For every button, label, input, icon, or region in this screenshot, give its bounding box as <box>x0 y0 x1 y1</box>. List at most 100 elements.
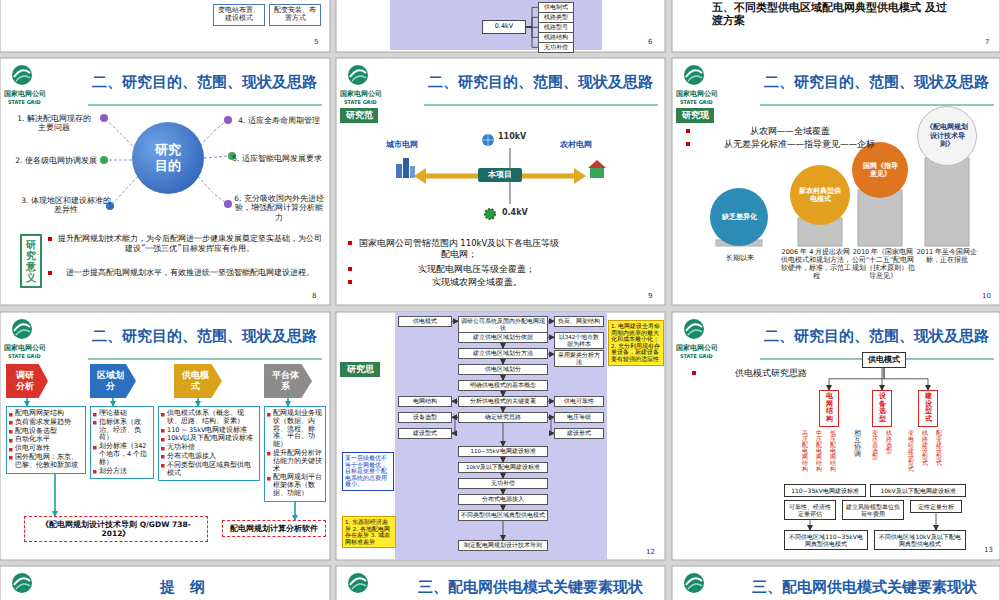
tab-node: 研究范 <box>340 108 378 123</box>
cw-label: 农村电网 <box>560 140 592 150</box>
lg2-label: STATE GRID <box>8 353 41 359</box>
vd-label: 相互协调 <box>854 430 861 459</box>
node-text: 理论基础 <box>93 410 151 418</box>
fc-node: 以342个地市数据为样本 <box>554 332 604 349</box>
node-text: 新农村典型供电模式 <box>798 187 842 204</box>
bx13s-node: 10kV及以下配电网建设标准 <box>870 484 966 497</box>
connector <box>882 368 883 390</box>
pn-label: 9 <box>648 292 652 301</box>
fc-node: 调研公司系统及国内外配电网现状 <box>458 316 548 333</box>
fc-node: 供电可靠性 <box>554 396 604 407</box>
lg2-label: STATE GRID <box>680 99 713 105</box>
bx13s-node: 不同供电区域10kV及以下配电网典型供电模式 <box>874 530 966 550</box>
cap-label: 2011 年至今国网企标，正在报批 <box>916 248 978 264</box>
node-text: 划分方法 <box>93 468 151 476</box>
pn-label: 7 <box>985 38 989 47</box>
vr-label: 配变建设型式 <box>936 430 942 466</box>
node-text: 不同类型供电区域典型供电模式 <box>461 512 545 519</box>
node-text: 10kV及以下配电网建设标准 <box>466 464 540 471</box>
node-text: 研究目的 <box>150 142 186 173</box>
it-label: 6. 充分吸收国内外先进经验，增强配网计算分析能力 <box>232 194 326 222</box>
node-text: 建设型式 <box>925 393 932 424</box>
vr-label: 变电站建设型式 <box>908 430 914 472</box>
node-text: 110 ~ 35kV电网建设标准 <box>161 427 257 435</box>
fc-node: 负荷、网架结构 <box>554 316 604 327</box>
lg2-label: STATE GRID <box>8 99 41 105</box>
node-text: 提升配网分析评估能力的关键技术 <box>267 450 323 473</box>
node-text: 建设型式 <box>413 430 437 437</box>
bl9-label: 国家电网公司管辖范围内 110kV及以下各电压等级配电网； <box>348 238 563 259</box>
rd-node: 配电网规划计算分析软件 <box>222 520 326 537</box>
vr-label: 低压配电网结构 <box>830 430 836 472</box>
node-text: 某一层级最优不等于全网最优，目标是使整个配电系统的总费用最小。 <box>345 455 391 488</box>
lg1-label: 国家电网公司 <box>4 344 46 352</box>
node-text: 供电模式 <box>868 355 900 365</box>
node-text: 不同类型供电区域典型供电模式 <box>161 462 257 478</box>
fc-node: 供电模式 <box>398 316 452 327</box>
fc-node: 分布式电源接入 <box>458 494 548 505</box>
node-text: 配电网规划计算分析软件 <box>230 524 318 533</box>
cap-label: 长期以来 <box>710 254 770 262</box>
connector <box>503 521 504 540</box>
node-text: 制定配电网规划设计技术导则 <box>464 542 542 549</box>
fc-node: 电网结构 <box>398 396 452 407</box>
fc-node: 设备选型 <box>398 412 452 423</box>
node-text: 设备选型 <box>879 393 886 424</box>
node-text: 配变安装、布置方式 <box>272 7 318 23</box>
node-text: 区域划分 <box>97 370 124 392</box>
fc-node: 采用聚类分析方法 <box>554 350 604 367</box>
lg1-label: 国家电网公司 <box>340 90 382 98</box>
bx5-node: 配变安装、布置方式 <box>269 4 321 26</box>
bl9-label: 从无差异化标准——指导意见——企标 <box>686 139 906 150</box>
node-text: 研究思 <box>347 364 374 375</box>
lst-node: 配电网网架结构负荷需求发展趋势配电设备选型自动化水平供电可靠性国外配电网：东京、… <box>6 406 86 474</box>
node-text: 无功补偿 <box>544 44 568 51</box>
lg1-label: 国家电网公司 <box>676 344 718 352</box>
vt-node: 设备选型 <box>872 390 892 427</box>
fc-node: 分析供电模式的关键要素 <box>458 396 548 407</box>
lg1-label: 国家电网公司 <box>4 90 46 98</box>
bpj-node: 本项目 <box>478 168 522 182</box>
node-text: 线路类型 <box>544 14 568 21</box>
vr-label: 中压配电网结构 <box>816 430 822 472</box>
vt-node: 研究意义 <box>20 234 42 288</box>
vt-node: 建设型式 <box>918 390 938 427</box>
node-text: 不同供电区域10kV及以下配电网典型供电模式 <box>877 533 963 547</box>
connector <box>810 520 811 530</box>
bx13s-node: 定性定量分析 <box>910 500 962 513</box>
node-text: 分布式电源接入 <box>482 496 524 503</box>
fc-node: 建立供电区域划分方法 <box>458 348 548 359</box>
node-text: 确定研究思路 <box>485 414 521 421</box>
node-text: 国外配电网：东京、巴黎、伦敦和新加坡 <box>9 454 83 470</box>
fc-node: 明确供电模式的基本概念 <box>458 380 548 391</box>
node-text: 供电制式 <box>544 4 568 11</box>
slide-node: 二、研究目的、范围、现状及思路供电模式电网结构设备选型建设型式110~35kV电… <box>672 312 1000 560</box>
it-label: 2. 使各级电网协调发展 <box>14 156 98 165</box>
lst-node: 供电模式体系（概念、现状、思路、结构、要素）110 ~ 35kV电网建设标准10… <box>158 406 260 481</box>
circ-node: 国网《指导意见》 <box>852 142 908 198</box>
node-text: 分析供电模式的关键要素 <box>470 398 536 405</box>
bx13-node: 供电模式 <box>862 352 906 368</box>
it-label: 3. 体现地区和建设标准的差异性 <box>20 196 112 215</box>
connector <box>526 7 538 27</box>
slide-node: 二、研究目的、范围、现状及思路研究范本项目国家电网公司STATE GRID城市电… <box>336 58 665 305</box>
node-text: 研究现 <box>682 110 709 121</box>
pn-label: 12 <box>646 548 655 557</box>
node-text: 采用聚类分析方法 <box>557 352 601 365</box>
node-text: 可靠性、经济性定量评估 <box>787 503 833 517</box>
node-text: 明确供电模式的基本概念 <box>470 382 536 389</box>
pn-label: 8 <box>312 292 316 301</box>
node-text: 电网结构 <box>826 393 833 424</box>
node-text: 划分标准（342 个地市，4 个指标） <box>93 443 151 466</box>
fc-node: 供电区域划分 <box>458 364 548 375</box>
kv-label: 0.4kV <box>502 208 528 218</box>
node-text: 1. 电网建设全寿命周期内效率的最大化和成本最小化； 2. 充分利用现有存量设备… <box>611 323 661 363</box>
circ-node: 新农村典型供电模式 <box>790 165 850 225</box>
fc-node: 无功补偿 <box>458 478 548 489</box>
lg2-label: STATE GRID <box>680 353 713 359</box>
chev-node: 区域划分 <box>90 364 136 398</box>
node-text: 10kV以及下配电网建设标准 <box>161 435 257 443</box>
bx6-node: 0.4kV <box>482 20 526 34</box>
bt-label: 提 纲 <box>160 578 205 597</box>
node-text: 10kV及以下配电网建设标准 <box>880 487 955 494</box>
